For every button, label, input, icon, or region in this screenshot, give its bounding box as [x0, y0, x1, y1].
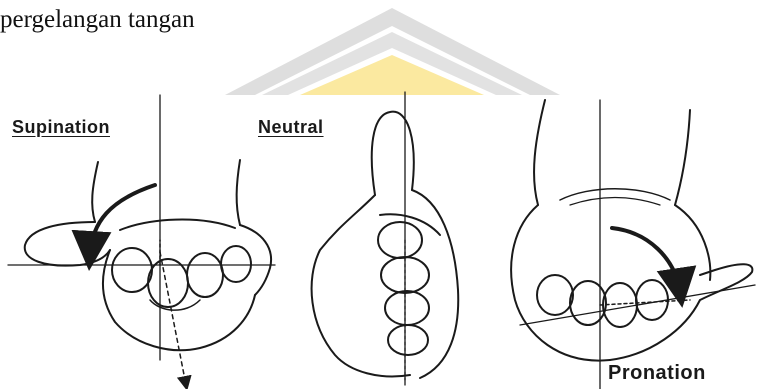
supination-label: Supination [12, 117, 110, 138]
supination-hand-drawing [8, 95, 275, 385]
neutral-label: Neutral [258, 117, 324, 138]
watermark-logo [225, 8, 560, 95]
neutral-hand-drawing [312, 92, 459, 385]
pronation-label: Pronation [608, 362, 706, 385]
pronation-hand-drawing [511, 100, 755, 389]
